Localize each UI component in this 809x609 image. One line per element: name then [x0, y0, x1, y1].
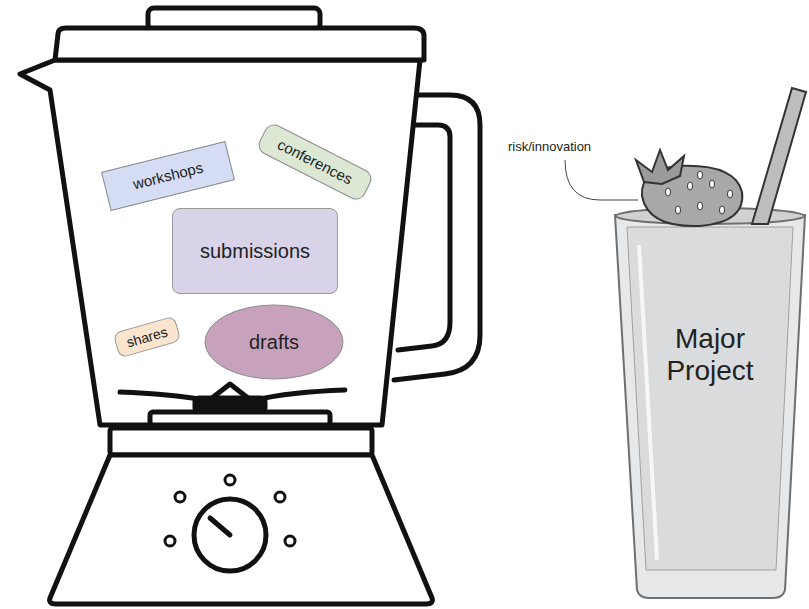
- jar-foot: [150, 412, 330, 425]
- callout-label: risk/innovation: [508, 139, 591, 154]
- node-text: conferences: [275, 136, 356, 188]
- leader-line: [565, 160, 638, 200]
- node-text: submissions: [200, 240, 310, 263]
- activity-box: shares: [113, 316, 182, 359]
- dial-dot: [285, 536, 295, 546]
- activity-box: submissions: [172, 208, 338, 294]
- blender-base: [50, 455, 433, 604]
- glass-highlight: [639, 245, 657, 560]
- node-text: shares: [125, 323, 170, 350]
- strawberry: [642, 166, 742, 226]
- ellipse-shape: [205, 305, 343, 379]
- strawberry-leaves: [636, 150, 684, 184]
- node-text: Major Project: [640, 323, 780, 387]
- glass-rim: [616, 208, 804, 224]
- dial-dot: [165, 536, 175, 546]
- glass-outline: [613, 205, 807, 600]
- dial-dot: [175, 492, 185, 502]
- speed-dial: [194, 499, 266, 571]
- smoothie: [627, 227, 793, 570]
- node-text: workshops: [131, 159, 205, 193]
- straw: [752, 88, 806, 224]
- blade: [255, 390, 345, 400]
- dial-dot: [275, 492, 285, 502]
- blender-jar: [20, 60, 420, 425]
- glass-body: [615, 215, 805, 598]
- activity-box: workshops: [101, 141, 235, 211]
- blender-lid: [55, 28, 424, 60]
- activity-ellipse: drafts: [204, 304, 344, 380]
- dial-dot: [225, 475, 235, 485]
- blade: [120, 392, 205, 400]
- strawberry-seeds: [666, 171, 733, 214]
- node-text: drafts: [249, 331, 299, 354]
- dial-pointer: [210, 518, 230, 535]
- project-glass: Major Project: [613, 205, 807, 600]
- activity-box: conferences: [255, 121, 375, 203]
- base-collar: [110, 428, 372, 455]
